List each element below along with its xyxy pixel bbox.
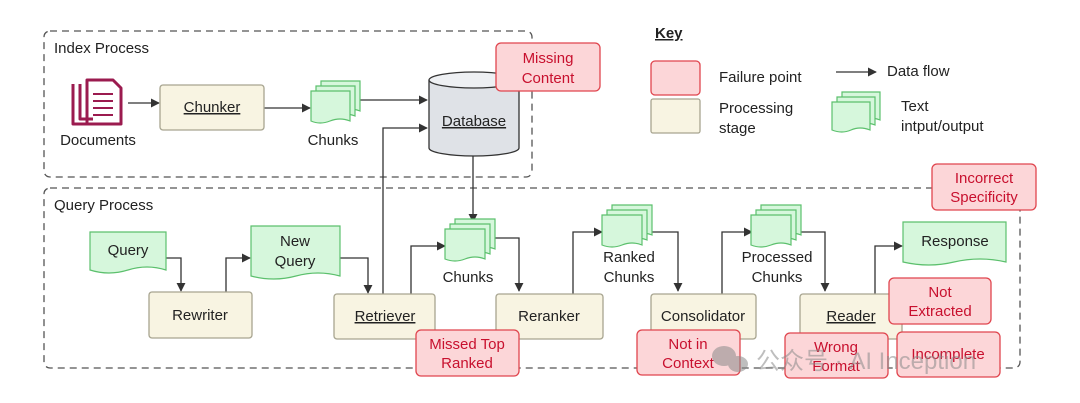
arrow-query-rewriter (166, 257, 186, 292)
chunks-index-label: Chunks (308, 132, 359, 149)
documents-label: Documents (60, 132, 136, 149)
watermark: 公众号 · AI Inception (712, 346, 976, 375)
arrow-retriever-database (382, 123, 428, 297)
flow-arrows (128, 67, 903, 297)
new-query-label-line2: Query (275, 253, 316, 270)
chunker-stage (159, 84, 265, 131)
response-label: Response (921, 233, 989, 250)
arrow-processed-reader (800, 231, 830, 292)
svg-text:Missed Top: Missed Top (429, 336, 505, 353)
reranker-stage (495, 293, 604, 340)
key-legend: Key Failure point Data flow Processing s… (650, 25, 984, 137)
arrow-ranked-consolidator (652, 231, 683, 292)
svg-text:Incorrect: Incorrect (955, 170, 1014, 187)
svg-text:Missing: Missing (523, 50, 574, 67)
arrow-reader-response (874, 241, 903, 294)
retriever-label: Retriever (355, 308, 416, 325)
query-process-label: Query Process (54, 197, 153, 214)
processed-chunks-label-line1: Processed (742, 249, 813, 266)
new-query-label-line1: New (280, 233, 310, 250)
key-processing-label-line2: stage (719, 120, 756, 137)
query-process-group (43, 187, 1021, 369)
key-failure-label: Failure point (719, 69, 802, 86)
key-processing-swatch (650, 98, 701, 134)
processed-chunks-label-line2: Chunks (752, 269, 803, 286)
arrow-consolidator-processed (721, 227, 753, 294)
index-process-group (43, 30, 533, 178)
retriever-stage (333, 293, 436, 340)
ranked-chunks-label-line2: Chunks (604, 269, 655, 286)
index-process-label: Index Process (54, 40, 149, 57)
chunks-query-icon (444, 218, 496, 262)
svg-text:Context: Context (662, 355, 715, 372)
watermark-text: 公众号 · AI Inception (756, 348, 976, 375)
arrow-chunks-reranker (495, 237, 524, 292)
reader-label: Reader (826, 308, 875, 325)
failure-not-extracted: Not Extracted (888, 277, 992, 325)
documents-icon (71, 78, 123, 126)
svg-text:Specificity: Specificity (950, 189, 1018, 206)
failure-incomplete: Incomplete (896, 331, 1001, 378)
processed-chunks-icon (750, 204, 802, 248)
svg-text:Incomplete: Incomplete (911, 346, 984, 363)
key-failure-swatch (650, 60, 701, 96)
key-text-io-label-line2: intput/output (901, 118, 984, 135)
consolidator-label: Consolidator (661, 308, 745, 325)
arrow-newquery-retriever (340, 257, 373, 294)
database-label: Database (442, 113, 506, 130)
svg-text:Ranked: Ranked (441, 355, 493, 372)
key-data-flow-label: Data flow (887, 63, 950, 80)
svg-text:Format: Format (812, 358, 860, 375)
failure-wrong-format: Wrong Format (784, 332, 889, 379)
svg-text:Not: Not (928, 284, 952, 301)
rewriter-label: Rewriter (172, 307, 228, 324)
arrow-rewriter-newquery (225, 253, 251, 293)
wechat-icon (712, 346, 748, 372)
failure-missed-top-ranked: Missed Top Ranked (415, 329, 520, 377)
chunks-index-icon (310, 80, 361, 124)
key-processing-label-line1: Processing (719, 100, 793, 117)
failure-missing-content: Missing Content (495, 42, 601, 92)
ranked-chunks-label-line1: Ranked (603, 249, 655, 266)
key-text-io-label-line1: Text (901, 98, 929, 115)
svg-text:Wrong: Wrong (814, 339, 858, 356)
svg-text:Not in: Not in (668, 336, 707, 353)
chunker-label: Chunker (184, 99, 241, 116)
key-text-io-icon (831, 91, 881, 133)
arrow-retriever-chunks (410, 241, 446, 297)
new-query-text-io (250, 225, 341, 280)
reranker-label: Reranker (518, 308, 580, 325)
svg-text:Content: Content (522, 70, 575, 87)
failure-incorrect-specificity: Incorrect Specificity (931, 163, 1037, 211)
key-title: Key (655, 25, 683, 42)
svg-text:Extracted: Extracted (908, 303, 971, 320)
ranked-chunks-icon (601, 204, 653, 248)
query-text-io (89, 231, 167, 274)
arrow-reranker-ranked (572, 227, 603, 294)
rewriter-stage (148, 291, 253, 339)
response-text-io (902, 221, 1007, 266)
chunks-query-label: Chunks (443, 269, 494, 286)
query-label: Query (108, 242, 149, 259)
failure-not-in-context: Not in Context (636, 329, 741, 376)
